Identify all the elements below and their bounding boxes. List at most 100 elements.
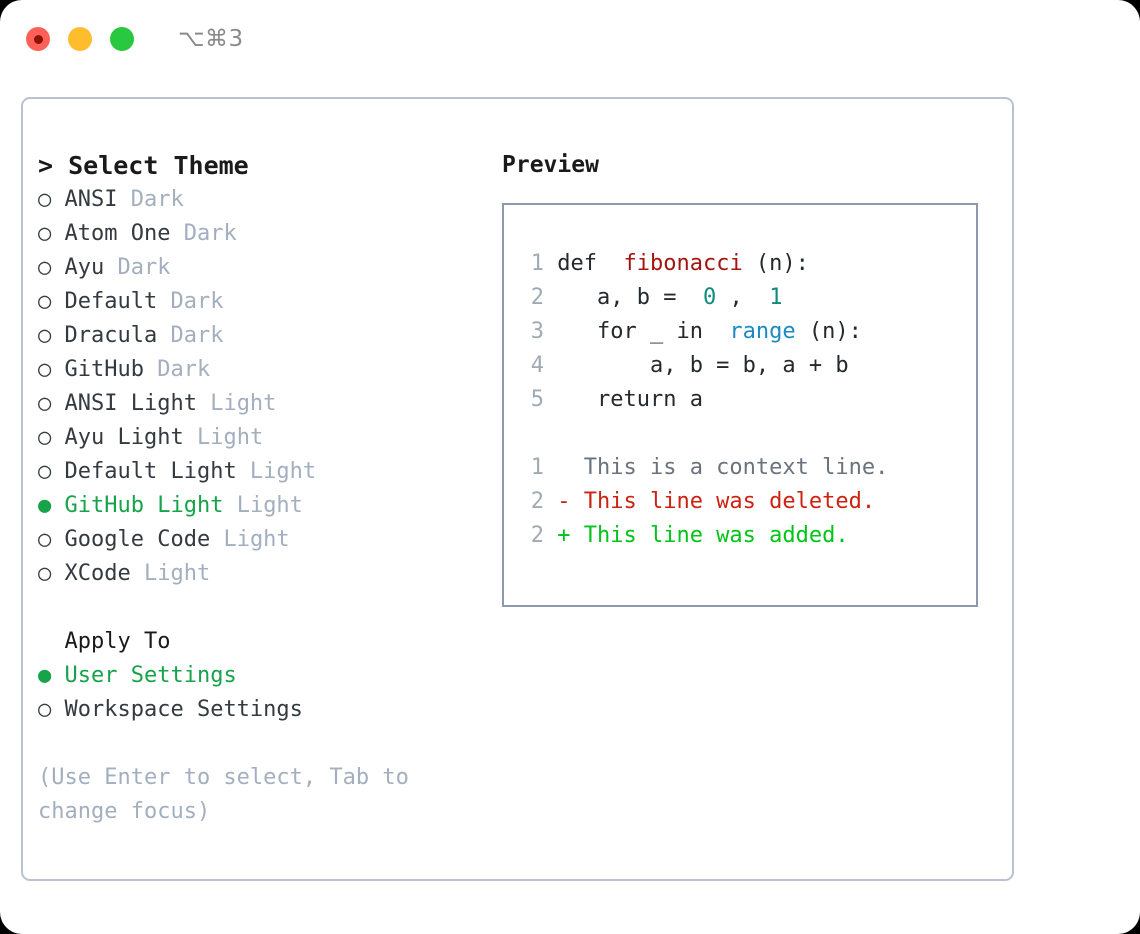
theme-item-label: ANSI Light — [64, 391, 197, 416]
apply-option-workspace-settings[interactable]: ○ Workspace Settings — [38, 693, 478, 727]
theme-item-dracula[interactable]: ○ Dracula Dark — [38, 319, 478, 353]
radio-unselected-icon: ○ — [38, 357, 65, 382]
apply-option-user-settings[interactable]: ● User Settings — [38, 659, 478, 693]
preview-column: Preview 1 def fibonacci (n):2 a, b = 0 ,… — [502, 149, 992, 607]
radio-selected-icon: ● — [38, 493, 65, 518]
close-pip-icon — [33, 34, 43, 44]
maximize-button-icon[interactable] — [110, 27, 134, 51]
line-number: 2 — [530, 489, 544, 514]
radio-unselected-icon: ○ — [38, 221, 65, 246]
theme-item-variant-tag: Dark — [104, 255, 171, 280]
code-token: for _ in — [544, 319, 717, 344]
theme-item-atom-one[interactable]: ○ Atom One Dark — [38, 217, 478, 251]
code-token: (n): — [742, 251, 809, 276]
radio-unselected-icon: ○ — [38, 527, 65, 552]
theme-item-label: Dracula — [64, 323, 158, 348]
line-number: 5 — [530, 387, 544, 412]
radio-unselected-icon: ○ — [38, 459, 65, 484]
radio-unselected-icon: ○ — [38, 187, 65, 212]
select-theme-heading: > Select Theme — [38, 151, 249, 180]
line-number: 2 — [530, 523, 544, 548]
radio-unselected-icon: ○ — [38, 255, 65, 280]
diff-line: 2 - This line was deleted. — [522, 485, 976, 519]
code-token: This is a context line. — [544, 455, 889, 480]
minimize-button-icon[interactable] — [68, 27, 92, 51]
theme-item-label: GitHub — [64, 357, 144, 382]
theme-item-label: ANSI — [64, 187, 118, 212]
close-button-icon[interactable] — [26, 27, 50, 51]
theme-item-variant-tag: Light — [223, 493, 303, 518]
code-token: return a — [544, 387, 703, 412]
theme-item-ayu[interactable]: ○ Ayu Dark — [38, 251, 478, 285]
apply-to-list[interactable]: ● User Settings○ Workspace Settings — [38, 659, 478, 727]
code-token: a, b = — [544, 285, 690, 310]
apply-to-heading: Apply To — [38, 629, 171, 654]
line-number: 2 — [530, 285, 544, 310]
code-token: fibonacci — [610, 251, 743, 276]
theme-item-label: Default — [64, 289, 158, 314]
radio-unselected-icon: ○ — [38, 289, 65, 314]
code-line: 3 for _ in range (n): — [522, 315, 976, 349]
code-token: a, b = b, a + b — [544, 353, 849, 378]
theme-item-variant-tag: Light — [210, 527, 290, 552]
theme-item-default[interactable]: ○ Default Dark — [38, 285, 478, 319]
theme-item-label: XCode — [64, 561, 131, 586]
theme-item-variant-tag: Light — [130, 561, 211, 586]
diff-line: 1 This is a context line. — [522, 451, 976, 485]
theme-item-ansi[interactable]: ○ ANSI Dark — [38, 183, 478, 217]
apply-option-label: Workspace Settings — [64, 697, 303, 722]
line-number: 1 — [530, 455, 544, 480]
theme-item-label: GitHub Light — [64, 493, 224, 518]
code-token: def — [544, 251, 611, 276]
theme-item-ansi-light[interactable]: ○ ANSI Light Light — [38, 387, 478, 421]
radio-unselected-icon: ○ — [38, 697, 65, 722]
radio-unselected-icon: ○ — [38, 391, 65, 416]
code-line: 1 def fibonacci (n): — [522, 247, 976, 281]
title-bar: ⌥⌘3 — [0, 0, 1140, 78]
theme-item-variant-tag: Dark — [157, 289, 224, 314]
theme-item-variant-tag: Dark — [117, 187, 184, 212]
radio-unselected-icon: ○ — [38, 323, 65, 348]
code-token: , — [716, 285, 756, 310]
theme-item-label: Default Light — [64, 459, 237, 484]
theme-item-label: Ayu Light — [64, 425, 184, 450]
theme-selector-column: > Select Theme ○ ANSI Dark○ Atom One Dar… — [38, 149, 478, 829]
diff-line: 2 + This line was added. — [522, 519, 976, 553]
preview-heading: Preview — [502, 152, 599, 178]
theme-item-github-light[interactable]: ● GitHub Light Light — [38, 489, 478, 523]
code-diff-spacer — [522, 417, 976, 451]
radio-unselected-icon: ○ — [38, 561, 65, 586]
theme-item-default-light[interactable]: ○ Default Light Light — [38, 455, 478, 489]
keyboard-hint-text: (Use Enter to select, Tab to change focu… — [38, 765, 423, 824]
theme-item-label: Ayu — [64, 255, 105, 280]
theme-item-label: Atom One — [64, 221, 171, 246]
theme-item-variant-tag: Light — [183, 425, 264, 450]
theme-item-variant-tag: Light — [236, 459, 317, 484]
diff-sample: 1 This is a context line.2 - This line w… — [522, 451, 976, 553]
radio-selected-icon: ● — [38, 663, 65, 688]
code-token: + This line was added. — [544, 523, 849, 548]
main-panel: > Select Theme ○ ANSI Dark○ Atom One Dar… — [21, 97, 1014, 881]
theme-item-xcode[interactable]: ○ XCode Light — [38, 557, 478, 591]
theme-item-google-code[interactable]: ○ Google Code Light — [38, 523, 478, 557]
theme-item-github[interactable]: ○ GitHub Dark — [38, 353, 478, 387]
line-number: 4 — [530, 353, 544, 378]
code-token: (n): — [795, 319, 862, 344]
code-token: range — [716, 319, 796, 344]
theme-list[interactable]: ○ ANSI Dark○ Atom One Dark○ Ayu Dark○ De… — [38, 183, 478, 591]
theme-item-ayu-light[interactable]: ○ Ayu Light Light — [38, 421, 478, 455]
code-line: 5 return a — [522, 383, 976, 417]
theme-item-label: Google Code — [64, 527, 211, 552]
line-number: 1 — [530, 251, 544, 276]
code-token: 0 — [689, 285, 717, 310]
code-line: 4 a, b = b, a + b — [522, 349, 976, 383]
theme-item-variant-tag: Dark — [170, 221, 237, 246]
window-controls — [26, 27, 134, 51]
theme-item-variant-tag: Dark — [157, 323, 224, 348]
line-number: 3 — [530, 319, 544, 344]
theme-item-variant-tag: Dark — [143, 357, 211, 382]
code-line: 2 a, b = 0 , 1 — [522, 281, 976, 315]
